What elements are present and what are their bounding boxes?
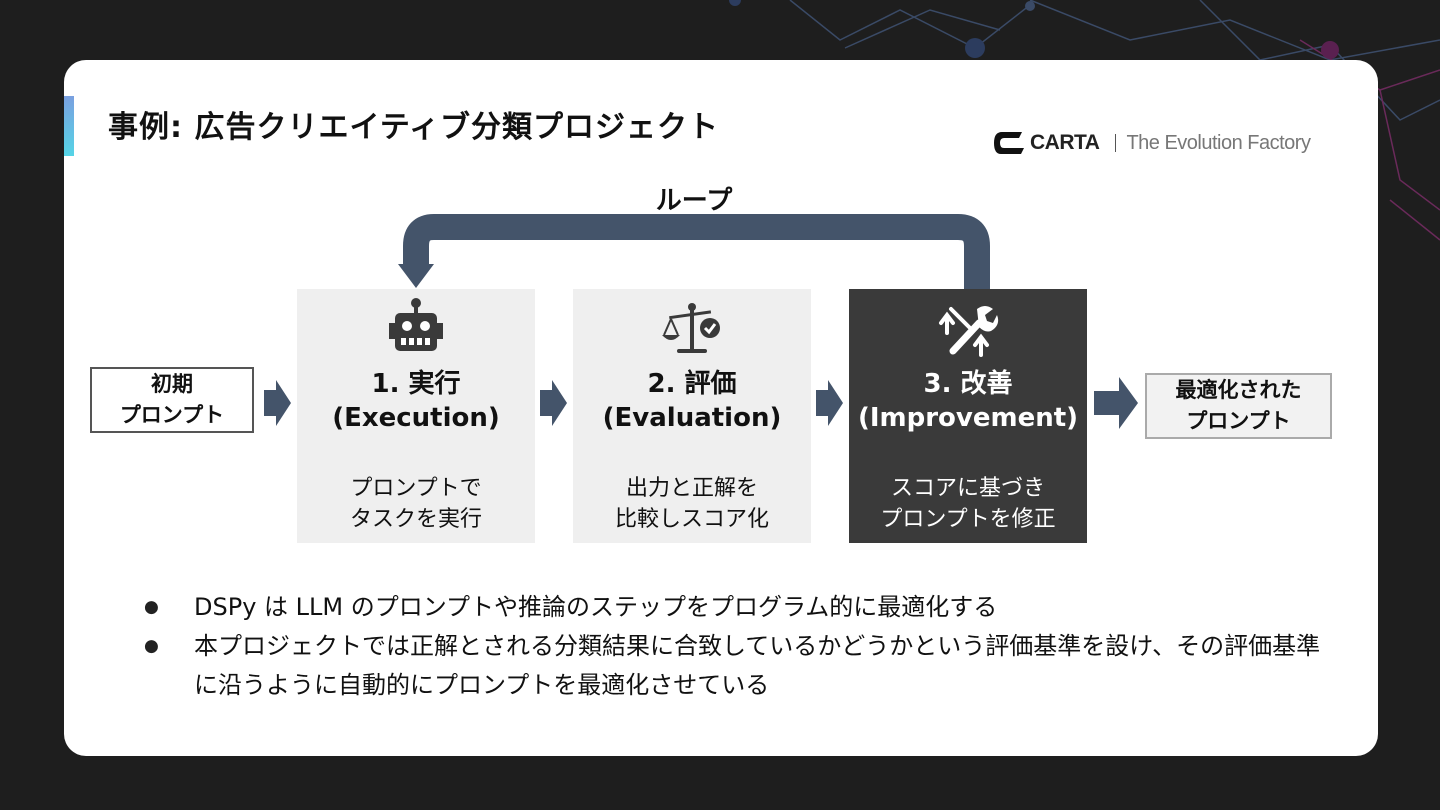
step-execution: 1. 実行 (Execution) プロンプトで タスクを実行 <box>297 289 535 543</box>
step-improvement-desc-line1: スコアに基づき <box>849 473 1087 504</box>
step-evaluation-subtitle: (Evaluation) <box>573 401 811 435</box>
initial-prompt-line2: プロンプト <box>120 400 224 431</box>
loop-label: ループ <box>624 180 764 217</box>
tools-improve-icon <box>933 293 1003 363</box>
optimized-prompt-line1: 最適化された <box>1176 375 1302 406</box>
step-execution-desc-line1: プロンプトで <box>297 473 535 504</box>
step-improvement-title: 3. 改善 <box>849 367 1087 401</box>
brand-name: CARTA <box>1030 131 1099 155</box>
step-execution-desc-line2: タスクを実行 <box>297 504 535 535</box>
title-accent-bar <box>64 96 74 156</box>
step-improvement-subtitle: (Improvement) <box>849 401 1087 435</box>
arrow-execution-to-evaluation <box>540 380 567 426</box>
step-improvement: 3. 改善 (Improvement) スコアに基づき プロンプトを修正 <box>849 289 1087 543</box>
brand-tagline: The Evolution Factory <box>1126 132 1310 155</box>
loop-arrow <box>416 227 977 289</box>
step-evaluation-title: 2. 評価 <box>573 367 811 401</box>
bullet-item: 本プロジェクトでは正解とされる分類結果に合致しているかどうかという評価基準を設け… <box>144 627 1324 705</box>
loop-arrow-head <box>398 264 434 288</box>
carta-logo-icon <box>992 130 1026 156</box>
arrow-improvement-to-output <box>1094 377 1138 429</box>
step-evaluation-desc-line1: 出力と正解を <box>573 473 811 504</box>
brand-divider <box>1115 134 1116 152</box>
step-execution-subtitle: (Execution) <box>297 401 535 435</box>
slide-card: 事例: 広告クリエイティブ分類プロジェクト CARTA The Evolutio… <box>64 60 1378 756</box>
optimized-prompt-box: 最適化された プロンプト <box>1145 373 1332 439</box>
initial-prompt-box: 初期 プロンプト <box>90 367 254 433</box>
step-evaluation: 2. 評価 (Evaluation) 出力と正解を 比較しスコア化 <box>573 289 811 543</box>
slide-title: 事例: 広告クリエイティブ分類プロジェクト <box>108 102 719 146</box>
bullet-item: DSPy は LLM のプロンプトや推論のステップをプログラム的に最適化する <box>144 588 1324 627</box>
scale-check-icon <box>657 293 727 363</box>
robot-icon <box>381 293 451 363</box>
arrow-evaluation-to-improvement <box>816 380 843 426</box>
bullet-list: DSPy は LLM のプロンプトや推論のステップをプログラム的に最適化する 本… <box>144 588 1324 705</box>
optimized-prompt-line2: プロンプト <box>1186 406 1290 437</box>
step-execution-title: 1. 実行 <box>297 367 535 401</box>
step-improvement-desc-line2: プロンプトを修正 <box>849 504 1087 535</box>
step-evaluation-desc-line2: 比較しスコア化 <box>573 504 811 535</box>
arrow-input-to-execution <box>264 380 291 426</box>
brand-logo-group: CARTA The Evolution Factory <box>992 128 1310 158</box>
initial-prompt-line1: 初期 <box>151 369 193 400</box>
